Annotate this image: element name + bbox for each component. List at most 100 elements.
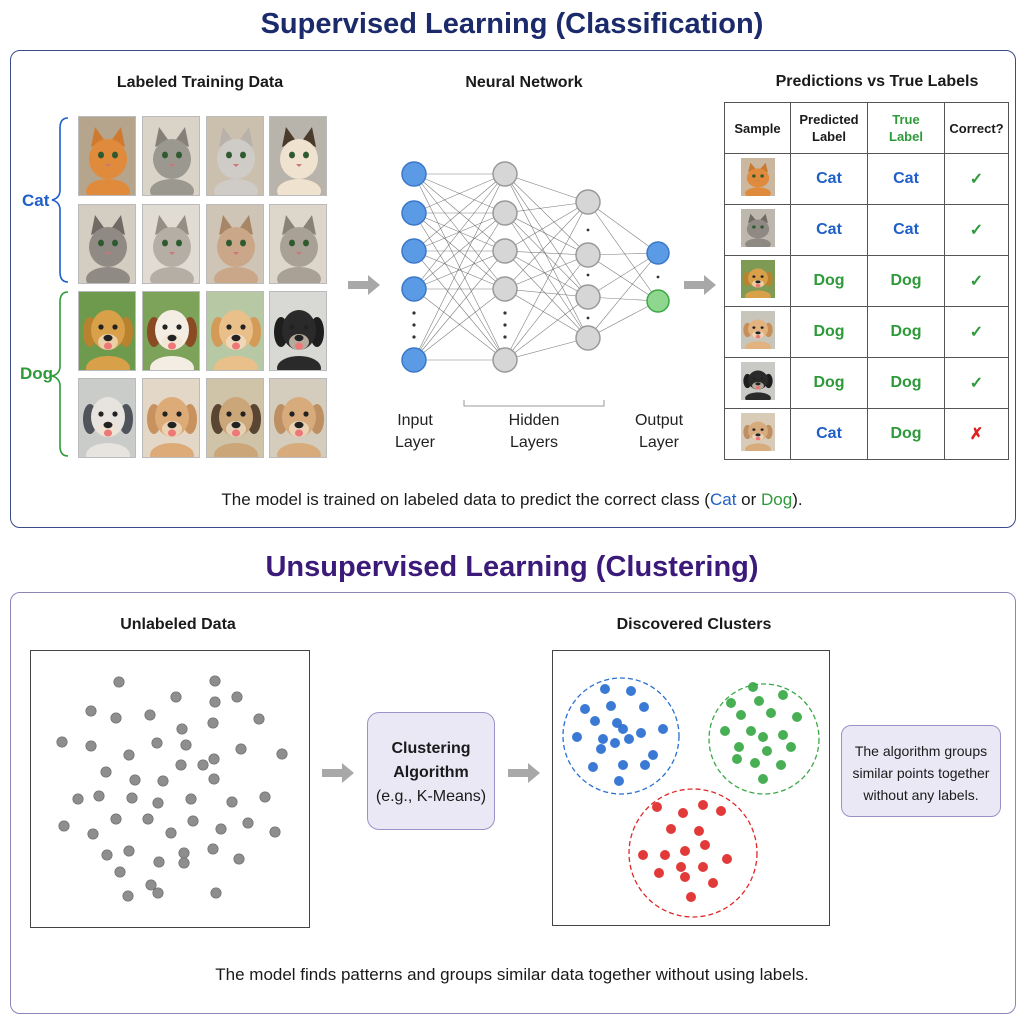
data-point (170, 691, 182, 703)
cluster-point (748, 682, 758, 692)
network-connection (413, 173, 506, 290)
sample-thumbnail (724, 255, 791, 307)
network-connection (413, 173, 506, 214)
check-icon: ✓ (944, 255, 1009, 307)
arrow-right-icon (322, 763, 354, 783)
network-connection (504, 288, 589, 298)
neuron (492, 347, 518, 373)
data-point (209, 696, 221, 708)
neuron (646, 289, 670, 313)
network-connection (413, 173, 506, 361)
ellipsis-dot (412, 323, 416, 327)
data-point (175, 759, 187, 771)
cat-photo (142, 204, 200, 284)
cluster-point (618, 724, 628, 734)
cat-photo (206, 204, 264, 284)
network-connection (587, 252, 659, 339)
network-connection (587, 300, 659, 339)
ellipsis-dot (503, 335, 507, 339)
cat-photo (269, 116, 327, 196)
sample-thumbnail (724, 153, 791, 205)
data-point (253, 713, 265, 725)
true-label: Dog (867, 408, 945, 460)
network-connection (587, 201, 659, 254)
neuron (492, 276, 518, 302)
arrow-right-icon (508, 763, 540, 783)
data-point (242, 817, 254, 829)
cluster-point (734, 742, 744, 752)
network-connection (413, 250, 506, 290)
data-point (165, 827, 177, 839)
cluster-point (614, 776, 624, 786)
cluster-point (722, 854, 732, 864)
data-point (123, 845, 135, 857)
cluster-point (654, 868, 664, 878)
cluster-point (716, 806, 726, 816)
cluster-point (572, 732, 582, 742)
network-connection (504, 201, 589, 361)
cluster-point (750, 758, 760, 768)
cluster-point (698, 800, 708, 810)
cluster-point (754, 696, 764, 706)
network-connection (504, 288, 589, 339)
cluster-point (720, 726, 730, 736)
data-point (152, 887, 164, 899)
hidden-layers-bracket (463, 400, 605, 407)
dog-photo (206, 291, 264, 371)
network-connection (504, 173, 589, 298)
cluster-point (778, 690, 788, 700)
network-connection (504, 212, 589, 339)
network-connection (504, 173, 589, 339)
cluster-point (736, 710, 746, 720)
data-point (226, 796, 238, 808)
data-point (129, 774, 141, 786)
cluster-point (778, 730, 788, 740)
neuron (575, 242, 601, 268)
data-point (178, 857, 190, 869)
data-point (185, 793, 197, 805)
data-point (114, 866, 126, 878)
cluster-point (746, 726, 756, 736)
data-point (208, 753, 220, 765)
cluster-point (624, 734, 634, 744)
network-connection (413, 212, 506, 290)
dog-class-label: Dog (20, 364, 54, 383)
unsupervised-caption: The model finds patterns and groups simi… (215, 965, 809, 984)
cluster-point (606, 701, 616, 711)
cluster-boundary (562, 677, 680, 795)
data-point (110, 813, 122, 825)
data-point (153, 856, 165, 868)
network-connection (413, 212, 506, 361)
data-point (187, 815, 199, 827)
cluster-point (600, 684, 610, 694)
data-point (215, 823, 227, 835)
network-connection (413, 250, 506, 361)
data-point (259, 791, 271, 803)
cluster-point (680, 872, 690, 882)
dog-photo (142, 378, 200, 458)
neuron (401, 276, 427, 302)
data-point (85, 705, 97, 717)
data-point (87, 828, 99, 840)
data-point (157, 775, 169, 787)
cluster-point (694, 826, 704, 836)
dog-photo (142, 291, 200, 371)
cluster-point (588, 762, 598, 772)
data-point (269, 826, 281, 838)
cluster-point (762, 746, 772, 756)
unlabeled-data-heading: Unlabeled Data (120, 616, 236, 633)
unlabeled-scatter (30, 650, 310, 928)
network-connection (587, 252, 659, 298)
cluster-point (698, 862, 708, 872)
cluster-point (652, 802, 662, 812)
cluster-point (680, 846, 690, 856)
cluster-point (666, 824, 676, 834)
cluster-point (732, 754, 742, 764)
predicted-label: Cat (790, 408, 868, 460)
cluster-boundary (708, 683, 820, 795)
data-point (58, 820, 70, 832)
